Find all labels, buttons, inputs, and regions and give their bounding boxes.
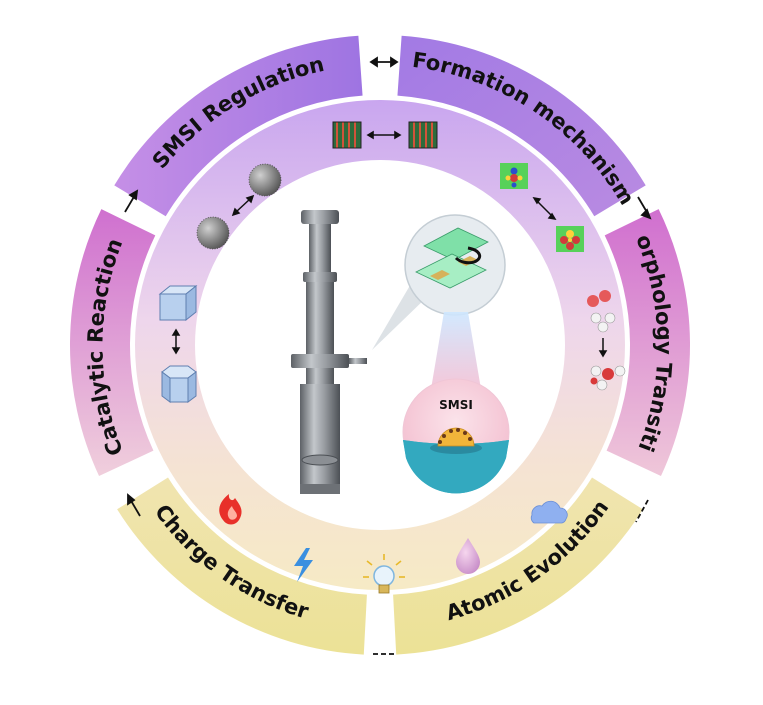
arrow-down-icon (598, 338, 608, 358)
segment-charge-transfer (117, 477, 367, 655)
double-arrow-icon (231, 194, 255, 217)
atom-map-icon (556, 226, 584, 252)
double-arrow-icon (366, 130, 402, 140)
sphere-icon (248, 163, 282, 197)
double-arrow-icon (532, 196, 557, 221)
electron-beam (430, 312, 482, 395)
hexagonal-prism-icon (161, 365, 197, 403)
arrow-bottom-left-icon (127, 493, 141, 517)
segment-atomic-evolution (393, 477, 643, 655)
cube-icon (158, 284, 198, 322)
lightning-icon (294, 548, 313, 582)
double-arrow-icon (171, 328, 181, 355)
flame-icon (219, 494, 242, 525)
smsi-label: SMSI (439, 398, 473, 412)
arrow-top-right-icon (637, 196, 652, 220)
sphere-icon (196, 216, 230, 250)
lattice-image-icon (332, 121, 362, 149)
segment-smsi-regulation (114, 35, 363, 217)
double-arrow-top-icon (369, 56, 399, 68)
segment-formation-mechanism (397, 35, 646, 217)
molecule-icon (587, 290, 616, 333)
chip-icon (415, 227, 489, 289)
chip-zoom-bubble (372, 214, 506, 350)
segment-catalytic-reaction (69, 209, 156, 477)
atom-map-icon (500, 163, 528, 189)
lattice-image-icon (408, 121, 438, 149)
droplet-icon (456, 538, 480, 574)
smsi-bubble: SMSI (402, 378, 510, 494)
dashed-right-icon (635, 499, 649, 523)
arrow-top-left-icon (124, 189, 139, 213)
lightbulb-icon (363, 554, 405, 594)
segment-morphology-transition (604, 209, 691, 477)
segment-connectors (124, 56, 652, 655)
molecule-icon (590, 365, 626, 391)
cloud-icon (530, 500, 568, 524)
stem-microscope-icon (291, 210, 367, 494)
